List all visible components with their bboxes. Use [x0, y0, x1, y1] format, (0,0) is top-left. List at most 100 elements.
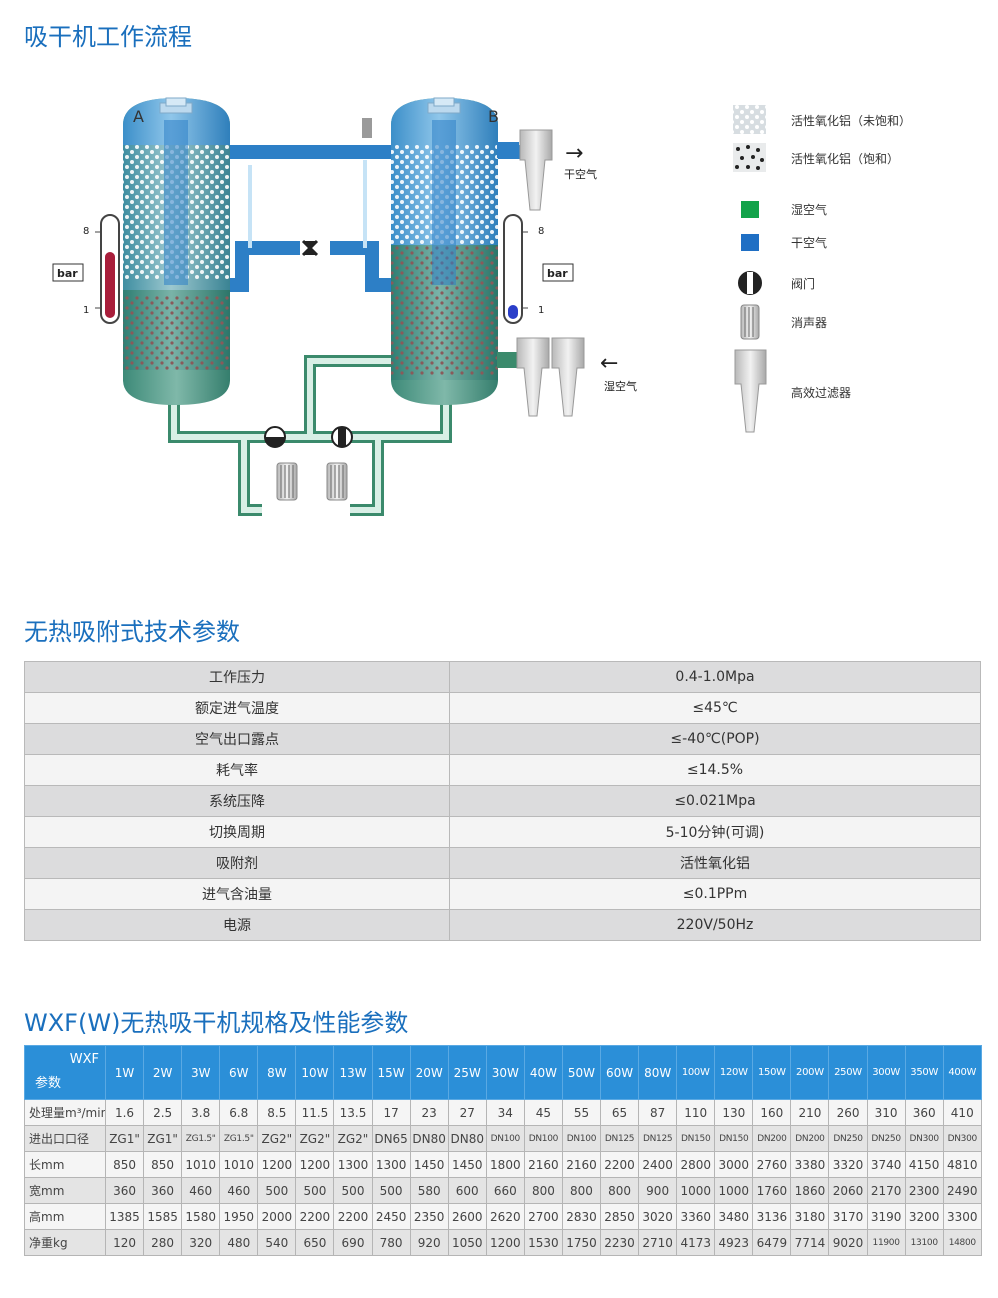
table-cell: 2060: [828, 1177, 868, 1204]
table-cell: 1585: [143, 1203, 183, 1230]
table-cell: DN150: [714, 1125, 754, 1152]
table-cell: 2490: [942, 1177, 982, 1204]
row-label: 净重kg: [24, 1229, 106, 1256]
legend-label-0: 活性氧化铝（未饱和）: [791, 113, 911, 128]
row-label: 进出口口径: [24, 1125, 106, 1152]
table-cell: DN250: [828, 1125, 868, 1152]
unsaturated-alumina-icon: [733, 105, 766, 134]
model-column-header: 150W: [752, 1045, 792, 1100]
spec-value-cell: 0.4-1.0Mpa: [449, 661, 981, 693]
spec-value-cell: ≤0.1PPm: [449, 878, 981, 910]
table-cell: 1860: [790, 1177, 830, 1204]
table-cell: 3136: [752, 1203, 792, 1230]
spec-section-title: 无热吸附式技术参数: [24, 618, 240, 646]
gauge-right-top: 8: [538, 226, 544, 237]
spec-name-cell: 耗气率: [24, 754, 450, 786]
table-cell: 9020: [828, 1229, 868, 1256]
model-column-header: 6W: [219, 1045, 259, 1100]
table-cell: 2400: [638, 1151, 678, 1178]
table-cell: 540: [257, 1229, 297, 1256]
table-cell: 2160: [561, 1151, 602, 1178]
table-cell: 2600: [447, 1203, 487, 1230]
spec-name-cell: 系统压降: [24, 785, 450, 817]
tank-b-label: B: [488, 107, 499, 126]
table-cell: 600: [447, 1177, 487, 1204]
muffler-icon: [740, 304, 760, 340]
table-cell: DN125: [600, 1125, 640, 1152]
table-cell: ZG2": [257, 1125, 297, 1152]
table-cell: 2350: [409, 1203, 449, 1230]
model-column-header: 15W: [371, 1045, 411, 1100]
dry-air-swatch: [741, 234, 759, 251]
table-cell: 3200: [904, 1203, 944, 1230]
legend-label-5: 消声器: [791, 316, 827, 330]
table-cell: 2620: [485, 1203, 525, 1230]
table-cell: 1.6: [104, 1099, 145, 1126]
spec-value-cell: ≤45℃: [449, 692, 981, 724]
table-cell: DN100: [485, 1125, 525, 1152]
legend-label-6: 高效过滤器: [791, 385, 851, 400]
table-cell: DN150: [676, 1125, 716, 1152]
table-cell: 4923: [714, 1229, 754, 1256]
table-cell: 2170: [866, 1177, 906, 1204]
gauge-right-bottom: 1: [538, 305, 544, 316]
spec-name-cell: 电源: [24, 909, 450, 941]
table-cell: 87: [638, 1099, 678, 1126]
wet-air-swatch: [741, 201, 759, 218]
table-cell: 2230: [600, 1229, 640, 1256]
spec-value-cell: ≤14.5%: [449, 754, 981, 786]
table-cell: 920: [409, 1229, 449, 1256]
table-cell: DN65: [371, 1125, 411, 1152]
table-cell: 55: [561, 1099, 602, 1126]
table-cell: 1530: [523, 1229, 563, 1256]
table-cell: 14800: [942, 1229, 982, 1256]
table-cell: 2800: [676, 1151, 716, 1178]
table-cell: DN300: [904, 1125, 944, 1152]
table-cell: 2.5: [143, 1099, 183, 1126]
table-cell: 27: [447, 1099, 487, 1126]
table-cell: DN200: [752, 1125, 792, 1152]
table-cell: 3.8: [181, 1099, 221, 1126]
valve-icon: [738, 271, 762, 295]
pressure-switch: [362, 118, 372, 138]
table-cell: 130: [714, 1099, 754, 1126]
table-cell: 1200: [295, 1151, 335, 1178]
table-cell: 780: [371, 1229, 411, 1256]
table-row: 吸附剂活性氧化铝: [24, 847, 981, 879]
table-cell: 2160: [523, 1151, 563, 1178]
table-cell: 1050: [447, 1229, 487, 1256]
table-cell: DN80: [409, 1125, 449, 1152]
table-cell: ZG1": [104, 1125, 145, 1152]
model-column-header: 8W: [257, 1045, 297, 1100]
table-cell: 11.5: [295, 1099, 335, 1126]
table-cell: 2200: [600, 1151, 640, 1178]
table-cell: 650: [295, 1229, 335, 1256]
model-column-header: 100W: [676, 1045, 716, 1100]
wet-air-in-label: 湿空气: [604, 379, 637, 393]
model-column-header: 60W: [600, 1045, 640, 1100]
table-cell: 160: [752, 1099, 792, 1126]
table-cell: 690: [333, 1229, 373, 1256]
inlet-filters: [497, 337, 585, 417]
table-cell: 2300: [904, 1177, 944, 1204]
table-cell: 500: [257, 1177, 297, 1204]
model-column-header: 120W: [714, 1045, 754, 1100]
model-column-header: 350W: [904, 1045, 944, 1100]
table-cell: 65: [600, 1099, 640, 1126]
table-cell: 1000: [676, 1177, 716, 1204]
table-cell: 1450: [409, 1151, 449, 1178]
table-cell: 2200: [333, 1203, 373, 1230]
table-cell: 2000: [257, 1203, 297, 1230]
table-cell: 210: [790, 1099, 830, 1126]
table-row: 耗气率≤14.5%: [24, 754, 981, 786]
flow-section-title: 吸干机工作流程: [24, 23, 192, 51]
table-cell: 260: [828, 1099, 868, 1126]
muffler-left: [276, 462, 298, 501]
table-cell: 460: [181, 1177, 221, 1204]
table-cell: 360: [143, 1177, 183, 1204]
dry-air-arrow: →: [565, 141, 583, 166]
table-cell: 2700: [523, 1203, 563, 1230]
table-cell: 1760: [752, 1177, 792, 1204]
